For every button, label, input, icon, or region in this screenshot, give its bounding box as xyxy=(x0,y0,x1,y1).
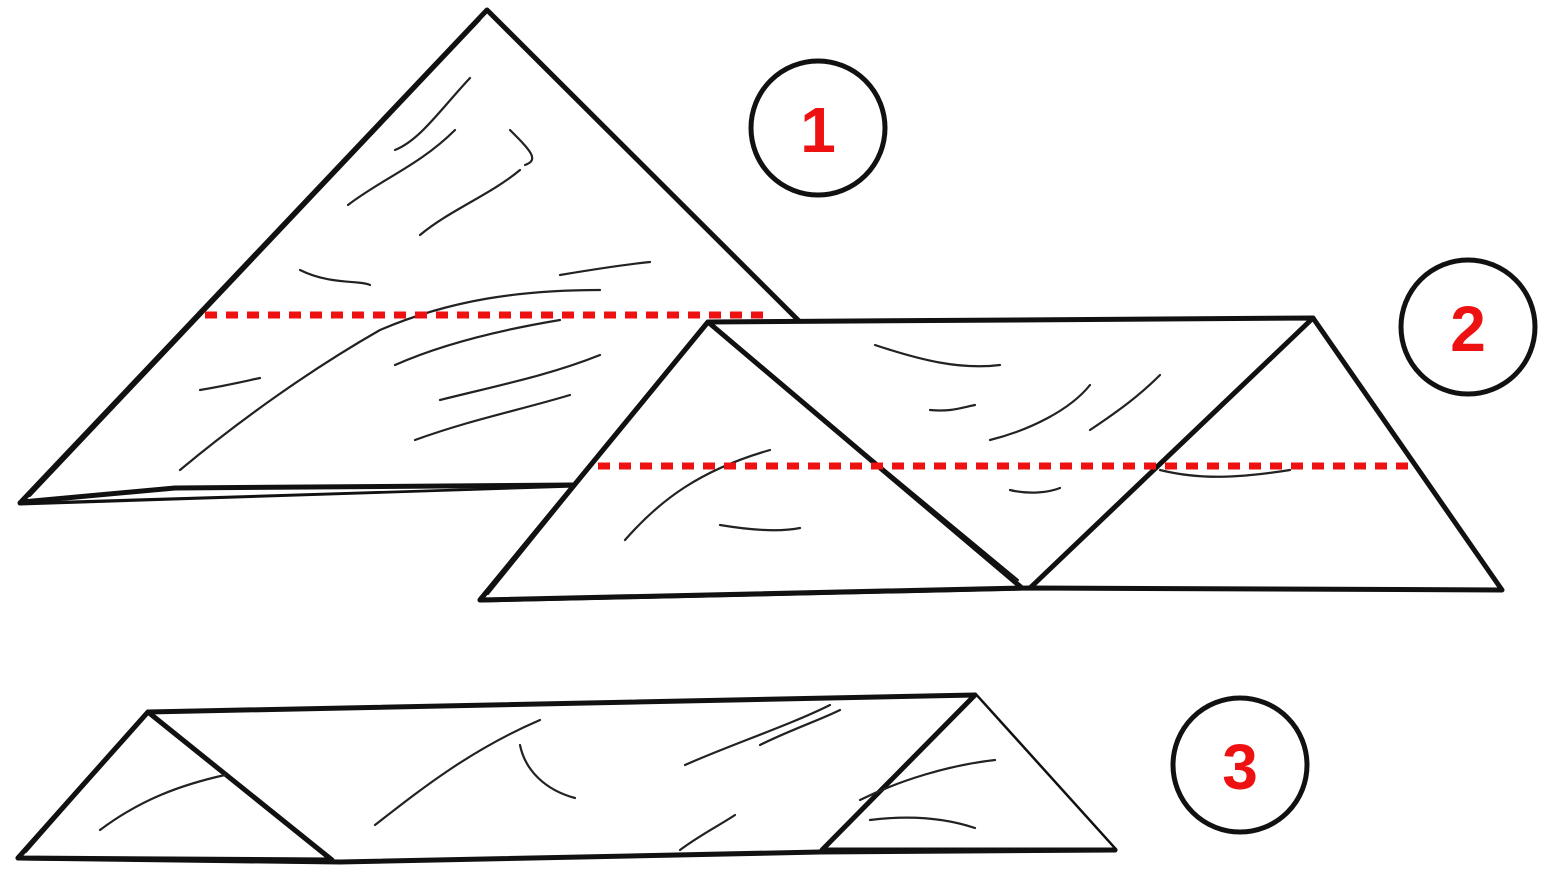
step-badge-2: 2 xyxy=(1401,260,1535,394)
step-badge-3: 3 xyxy=(1173,698,1307,832)
step-number-3: 3 xyxy=(1222,731,1258,803)
step-3-folded-shape xyxy=(18,695,1115,862)
step-number-1: 1 xyxy=(800,94,836,166)
step-badge-1: 1 xyxy=(751,61,885,195)
step-number-2: 2 xyxy=(1450,293,1486,365)
